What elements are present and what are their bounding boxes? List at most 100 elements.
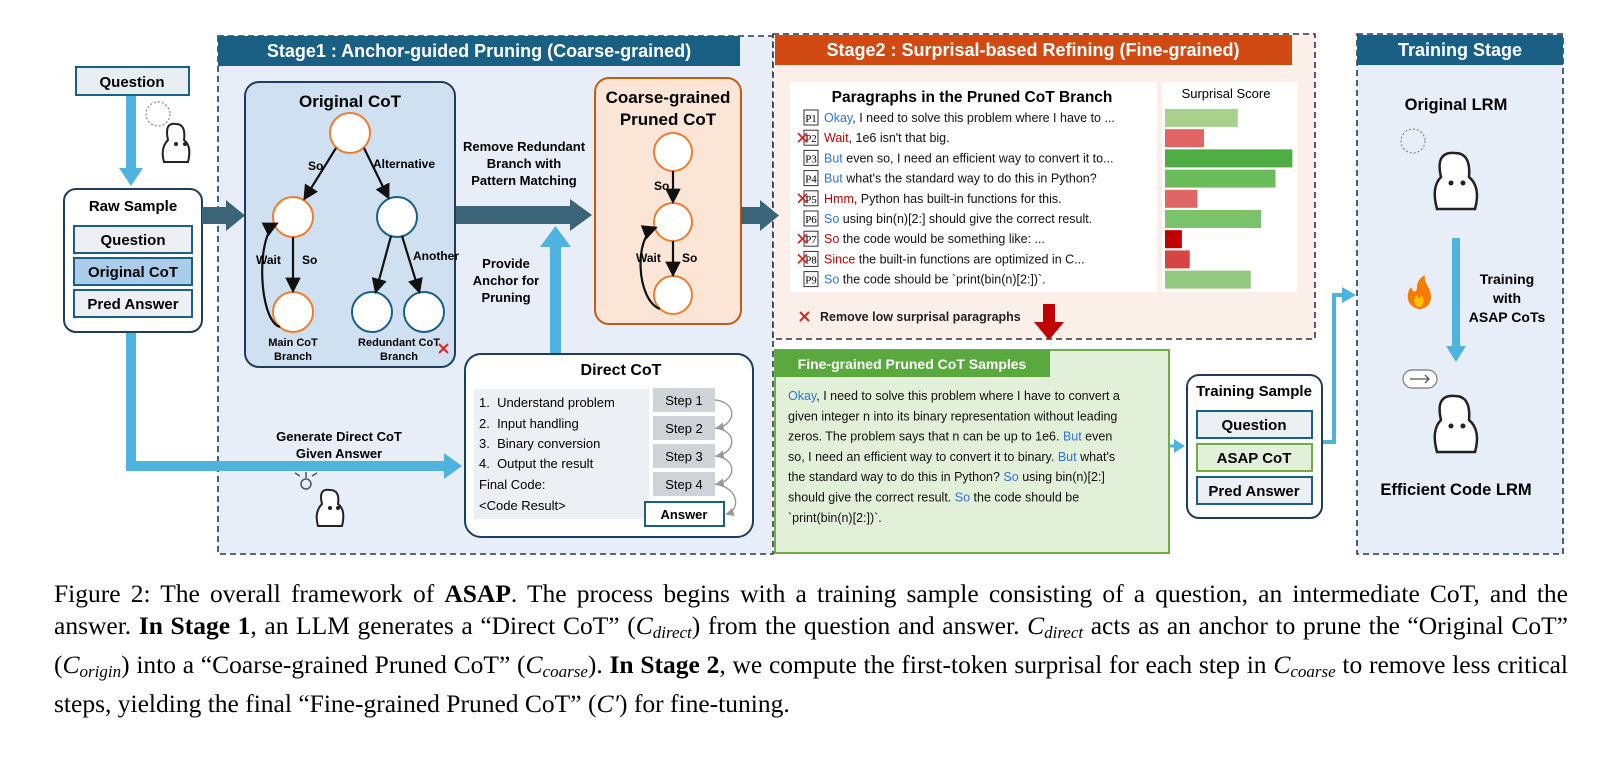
redundant-cross-icon	[438, 343, 449, 354]
step-4-box	[653, 472, 715, 496]
step-1-box	[653, 388, 715, 412]
paragraph-id: P6	[805, 214, 817, 226]
redundant-branch-label-line1: Redundant CoT	[358, 337, 440, 349]
fire-icon	[1407, 275, 1431, 309]
surprisal-bars	[1165, 109, 1293, 289]
paragraph-id-box	[803, 149, 819, 166]
generate-direct-arrow-horizontal	[126, 461, 446, 471]
original-redundant-node-a	[351, 291, 393, 333]
generate-direct-label-line2: Given Answer	[296, 446, 382, 461]
training-sample-pred-answer-label: Pred Answer	[1208, 483, 1299, 500]
coarse-cot-title-line1: Coarse-grained	[606, 88, 731, 107]
stage2-title: Stage2 : Surprisal-based Refining (Fine-…	[826, 40, 1239, 60]
anchor-label-line2: Anchor for	[473, 273, 539, 288]
surprisal-bar	[1165, 129, 1204, 148]
refine-down-arrowhead	[1034, 322, 1064, 340]
training-sample-pred-answer	[1196, 476, 1313, 505]
asap-framework-diagram: Stage1 : Anchor-guided Pruning (Coarse-g…	[63, 33, 1564, 555]
removed-cross-icon	[797, 233, 808, 244]
to-training-stage-connector	[1323, 293, 1345, 444]
training-stage-title-bar	[1357, 35, 1563, 65]
fine-grained-title-bar	[775, 350, 1050, 377]
paragraph-id-box	[803, 271, 819, 288]
raw-sample-original-cot	[73, 257, 193, 286]
direct-cot-line-3: 3. Binary conversion	[479, 436, 600, 451]
paragraph-text: But even so, I need an efficient way to …	[824, 151, 1114, 165]
anchor-arrow	[550, 245, 561, 354]
raw-to-original-arrowhead	[226, 200, 245, 231]
edge-label-another: Another	[413, 249, 459, 263]
original-alt-node	[376, 196, 418, 238]
fine-grained-line: `print(bin(n)[2:])`.	[788, 511, 882, 525]
direct-answer-box	[644, 501, 725, 527]
raw-sample-pred-answer-label: Pred Answer	[87, 296, 178, 313]
coarse-edge-so-bottom: So	[682, 251, 697, 265]
question-box-label: Question	[99, 74, 164, 91]
step-3-box	[653, 444, 715, 468]
edge-label-wait: Wait	[256, 253, 281, 267]
original-redundant-node-b	[403, 291, 445, 333]
question-down-arrowhead	[119, 168, 143, 186]
direct-cot-line-4: 4. Output the result	[479, 456, 594, 471]
raw-sample-question-label: Question	[100, 232, 165, 249]
fine-grained-line: Okay, I need to solve this problem where…	[788, 389, 1120, 403]
surprisal-bar	[1165, 270, 1251, 289]
original-cot-title: Original CoT	[299, 92, 402, 111]
direct-cot-line-2: 2. Input handling	[479, 416, 579, 431]
paragraph-text: Hmm, Python has built-in functions for t…	[824, 192, 1062, 206]
training-down-arrow	[1452, 238, 1460, 348]
paragraph-id-box	[803, 170, 819, 187]
thinking-llama-icon	[145, 101, 191, 163]
paragraph-text: So the code should be `print(bin(n)[2:])…	[824, 273, 1046, 287]
training-label-line1: Training	[1480, 271, 1534, 287]
fine-grained-text: Okay, I need to solve this problem where…	[788, 389, 1120, 525]
training-sample-title: Training Sample	[1196, 383, 1312, 400]
coarse-edge-so-top: So	[654, 179, 669, 193]
surprisal-bar	[1165, 149, 1293, 168]
paragraph-text: Okay, I need to solve this problem where…	[824, 111, 1115, 125]
original-lrm-label: Original LRM	[1405, 96, 1508, 114]
surprisal-bar	[1165, 250, 1190, 269]
remove-redundant-arrowhead	[570, 199, 592, 231]
fine-grained-line: should give the correct result. So the c…	[788, 491, 1079, 505]
paragraph-id: P5	[805, 194, 817, 206]
generate-direct-arrow-vertical	[126, 333, 136, 471]
refine-down-arrow	[1043, 304, 1055, 324]
original-main-node	[272, 196, 314, 238]
original-lrm-llama-icon	[1400, 128, 1479, 211]
efficient-lrm-llama-icon	[1402, 369, 1479, 454]
training-sample-asap-cot-label: ASAP CoT	[1217, 450, 1292, 467]
coarse-cot-title-line2: Pruned CoT	[620, 110, 717, 129]
remove-label-line3: Pattern Matching	[471, 173, 577, 188]
coarse-node-top	[653, 132, 693, 172]
stage2-title-bar	[775, 35, 1292, 65]
direct-cot-line-6: <Code Result>	[479, 498, 566, 513]
remove-label-line1: Remove Redundant	[463, 139, 586, 154]
main-branch-label-line2: Branch	[274, 351, 312, 363]
paragraphs-title: Paragraphs in the Pruned CoT Branch	[832, 89, 1113, 106]
raw-sample-original-cot-label: Original CoT	[88, 264, 178, 281]
question-down-arrow	[126, 96, 136, 170]
paragraph-id-box	[803, 210, 819, 227]
fine-grained-title: Fine-grained Pruned CoT Samples	[798, 356, 1027, 372]
efficient-lrm-label: Efficient Code LRM	[1380, 481, 1531, 499]
paragraphs-panel	[790, 82, 1157, 292]
remove-low-note: Remove low surprisal paragraphs	[820, 310, 1021, 324]
surprisal-bar	[1165, 169, 1276, 188]
surprisal-bar	[1165, 230, 1182, 249]
anchor-label-line1: Provide	[482, 256, 530, 271]
surprisal-title: Surprisal Score	[1182, 86, 1271, 101]
raw-sample-question	[73, 225, 193, 254]
paragraph-row: P5 Hmm, Python has built-in functions for…	[797, 190, 1062, 207]
coarse-to-stage2-arrow	[741, 207, 762, 224]
fine-to-training-arrowhead	[1174, 439, 1185, 453]
paragraph-text: But what's the standard way to do this i…	[824, 172, 1097, 186]
training-sample-question-label: Question	[1221, 417, 1286, 434]
raw-sample-title: Raw Sample	[89, 198, 177, 215]
generate-direct-label-line1: Generate Direct CoT	[276, 429, 402, 444]
training-label-line2: with	[1492, 290, 1521, 306]
removed-cross-icon	[797, 193, 808, 204]
